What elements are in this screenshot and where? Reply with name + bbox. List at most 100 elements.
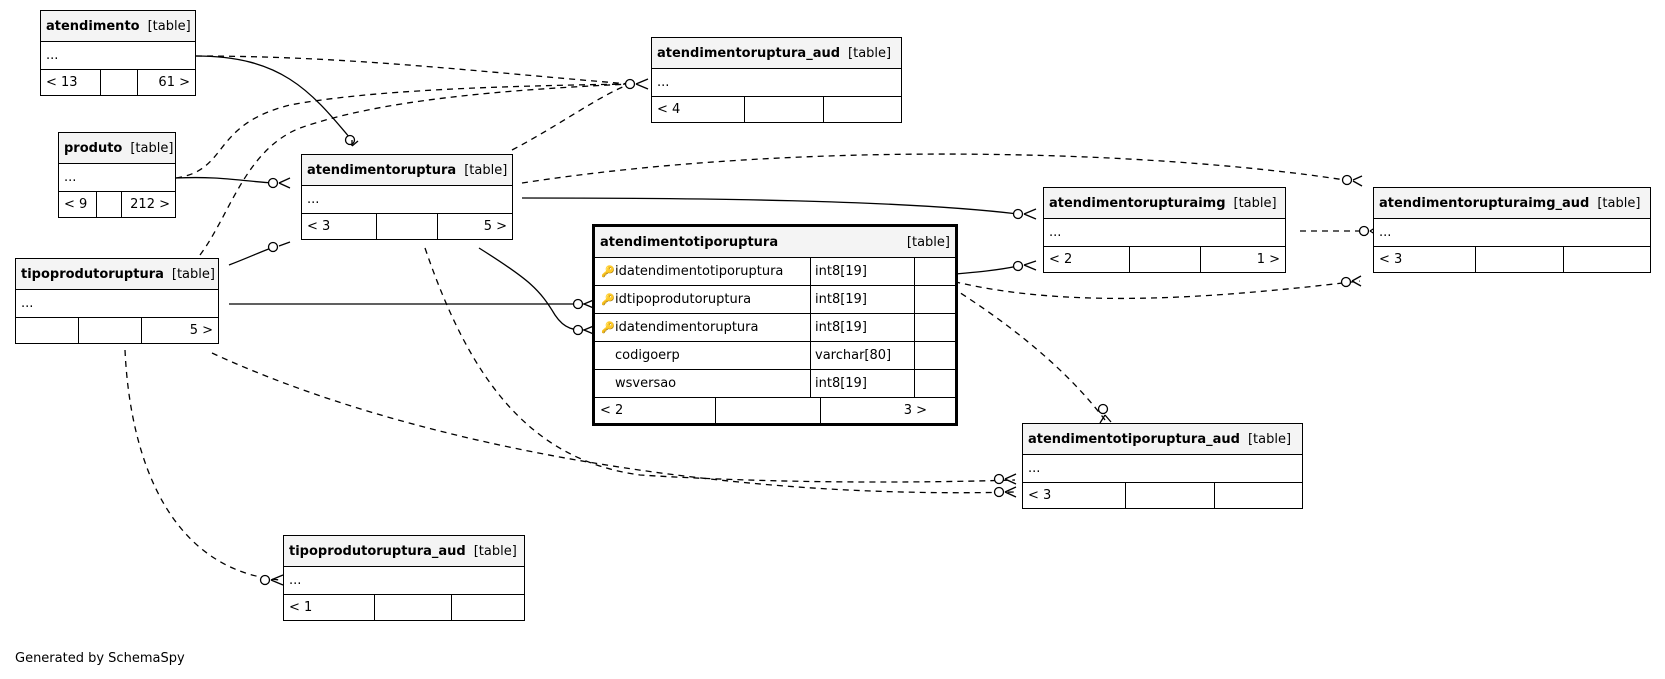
marker-circle (267, 177, 279, 189)
table-name: atendimentorupturaimg_aud (1379, 195, 1590, 211)
edge-produto-atendimentoruptura (175, 176, 275, 184)
child-count (1214, 483, 1302, 508)
marker-circle (1097, 403, 1109, 415)
marker-fork (270, 574, 284, 586)
table-footer: < 3 5 > (302, 214, 512, 239)
marker-circle (572, 324, 584, 336)
table-tag: [table] (473, 543, 517, 559)
table-body-text: ... (1379, 225, 1392, 240)
table-tipoprodutoruptura_aud[interactable]: tipoprodutoruptura_aud[table] ... < 1 (283, 535, 525, 621)
child-count: 1 > (1200, 247, 1285, 272)
marker-fork (1099, 414, 1112, 424)
column-name: idatendimentoruptura (615, 320, 759, 335)
table-body: ... (284, 567, 524, 595)
table-atendimentoruptura[interactable]: atendimentoruptura[table] ... < 3 5 > (301, 154, 513, 240)
table-body: ... (1023, 455, 1302, 483)
table-produto[interactable]: produto [table] ... < 9 212 > (58, 132, 176, 218)
table-body-text: ... (657, 75, 670, 90)
table-name: atendimentotiporuptura (600, 234, 779, 250)
table-header: atendimentorupturaimg [table] (1044, 188, 1285, 219)
table-tag: [table] (130, 140, 174, 156)
parent-count: < 3 (1028, 488, 1052, 503)
column-name: idtipoprodutoruptura (615, 292, 752, 307)
marker-circle (1358, 225, 1370, 237)
edge-produto-atendimentoruptura_aud (175, 83, 631, 179)
table-footer: < 9 212 > (59, 192, 175, 217)
column-type: int8[19] (811, 286, 915, 313)
table-atendimento[interactable]: atendimento[table] ... < 13 61 > (40, 10, 196, 96)
table-name: produto (64, 140, 123, 156)
parent-count (16, 318, 78, 343)
edge-tipoprodutoruptura-tipoprodutoruptura_aud (124, 349, 281, 581)
table-footer: < 2 3 > (595, 398, 955, 423)
edge-atendimento-atendimentoruptura_aud (195, 55, 631, 85)
table-header: tipoprodutoruptura [table] (16, 259, 218, 290)
column-name: wsversao (615, 376, 677, 391)
table-tag: [table] (906, 234, 950, 250)
marker-circle (572, 298, 584, 310)
table-body: ... (1044, 219, 1285, 247)
marker-fork (1023, 208, 1037, 220)
table-tag: [table] (147, 18, 191, 34)
edge-atendimentoruptura-atendimentoruptura_aud (511, 83, 631, 151)
parent-count: < 4 (657, 102, 681, 117)
marker-circle (267, 241, 279, 253)
edge-atendimento-atendimentoruptura (195, 55, 351, 139)
marker-circle (259, 574, 271, 586)
parent-count: < 3 (307, 219, 331, 234)
table-atendimentorupturaimg_aud[interactable]: atendimentorupturaimg_aud [table] ... < 3 (1373, 187, 1651, 273)
table-footer: < 3 (1023, 483, 1302, 508)
column-name: idatendimentotiporuptura (615, 264, 784, 279)
table-header: atendimento[table] (41, 11, 195, 42)
table-body: ... (59, 164, 175, 192)
parent-count: < 13 (46, 75, 78, 90)
marker-circle (1012, 208, 1024, 220)
marker-fork (1351, 275, 1362, 287)
child-count (823, 97, 901, 122)
table-body: ... (302, 186, 512, 214)
table-name: tipoprodutoruptura (21, 266, 164, 282)
marker-fork (278, 241, 291, 247)
table-name: atendimentorupturaimg (1049, 195, 1226, 211)
edge-tipoprodutoruptura-atendimentoruptura_aud (199, 83, 631, 256)
column-row[interactable]: wsversao int8[19] (595, 370, 955, 398)
table-atendimentorupturaimg[interactable]: atendimentorupturaimg [table] ... < 2 1 > (1043, 187, 1286, 273)
parent-count: < 3 (1379, 252, 1403, 267)
table-body: ... (652, 69, 901, 97)
table-atendimentoruptura_aud[interactable]: atendimentoruptura_aud[table] ... < 4 (651, 37, 902, 123)
column-row[interactable]: 🔑idtipoprodutoruptura int8[19] (595, 286, 955, 314)
child-count: 212 > (121, 192, 175, 217)
table-tag: [table] (1233, 195, 1277, 211)
edge-atendimentoruptura-atendimentotiporuptura (478, 247, 586, 331)
marker-circle (1340, 276, 1352, 288)
parent-count: < 9 (64, 197, 88, 212)
column-count (100, 70, 137, 95)
table-tipoprodutoruptura[interactable]: tipoprodutoruptura [table] ... 5 > (15, 258, 219, 344)
edge-tipoprodutoruptura-atendimentotiporuptura_aud (211, 352, 1016, 494)
parent-count: < 2 (1049, 252, 1073, 267)
child-count: 5 > (141, 318, 218, 343)
table-name: tipoprodutoruptura_aud (289, 543, 466, 559)
column-row[interactable]: codigoerp varchar[80] (595, 342, 955, 370)
column-count (376, 214, 437, 239)
child-count: 3 > (820, 398, 932, 423)
table-atendimentotiporuptura[interactable]: atendimentotiporuptura [table] 🔑idatendim… (592, 224, 958, 426)
table-tag: [table] (1597, 195, 1641, 211)
column-row[interactable]: 🔑idatendimentotiporuptura int8[19] (595, 258, 955, 286)
table-footer: 5 > (16, 318, 218, 343)
marker-circle (993, 473, 1005, 485)
table-tag: [table] (171, 266, 215, 282)
child-count: 61 > (137, 70, 195, 95)
table-body-text: ... (21, 296, 34, 311)
table-header: atendimentoruptura_aud[table] (652, 38, 901, 69)
marker-circle (1012, 260, 1024, 272)
table-body: ... (41, 42, 195, 70)
table-header: atendimentotiporuptura_aud[table] (1023, 424, 1302, 455)
table-tag: [table] (464, 162, 508, 178)
column-count (374, 595, 451, 620)
table-body-text: ... (64, 170, 77, 185)
column-row[interactable]: 🔑idatendimentoruptura int8[19] (595, 314, 955, 342)
table-name: atendimentotiporuptura_aud (1028, 431, 1240, 447)
column-type: int8[19] (811, 370, 915, 397)
table-atendimentotiporuptura_aud[interactable]: atendimentotiporuptura_aud[table] ... < … (1022, 423, 1303, 509)
